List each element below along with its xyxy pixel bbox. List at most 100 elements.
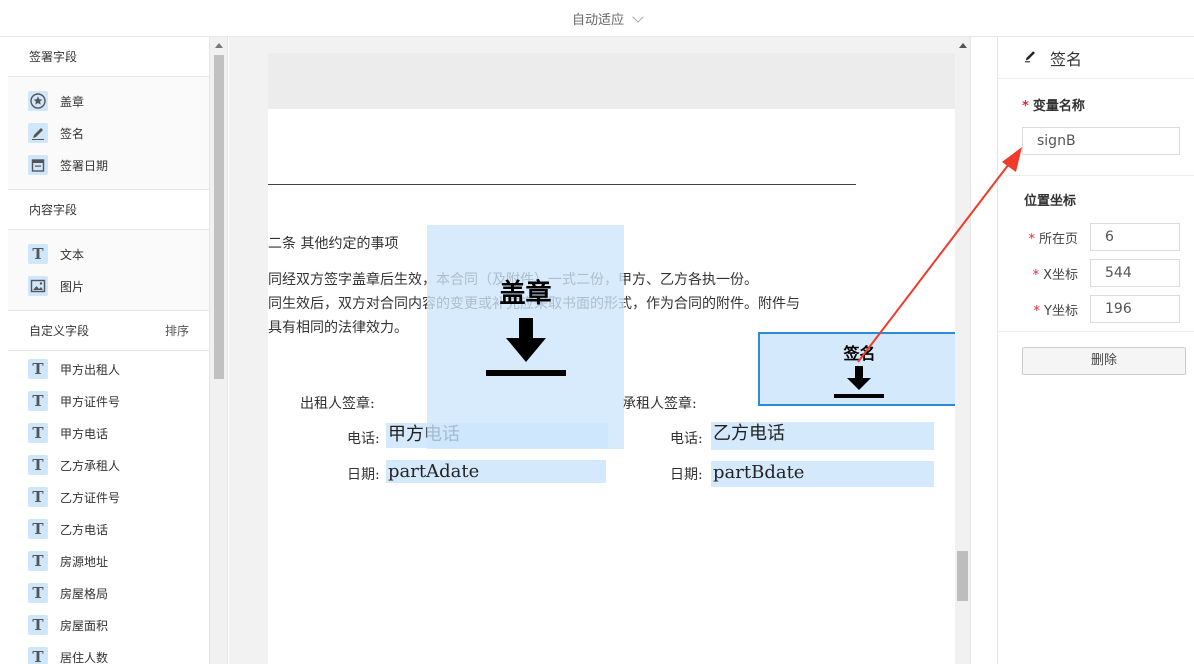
field-item-label: 签署日期	[60, 158, 109, 173]
text-icon: T	[28, 423, 48, 443]
field-item-signature[interactable]: 签名	[8, 117, 209, 149]
custom-field-item[interactable]: T 房屋面积	[8, 609, 209, 641]
lessor-sign-label: 出租人签章:	[300, 396, 375, 412]
document-scrollbar[interactable]	[955, 37, 971, 664]
document-canvas: 二条 其他约定的事项 同经双方签字盖章后生效，本合同（及附件）一式二份，甲方、乙…	[229, 37, 955, 664]
lessee-sign-label: 承租人签章:	[622, 396, 697, 412]
seal-placeholder[interactable]: 盖章	[427, 225, 624, 449]
custom-field-item[interactable]: T 居住人数	[8, 641, 209, 664]
custom-field-item[interactable]: T 房源地址	[8, 545, 209, 577]
signature-placeholder-selected[interactable]: 签名	[758, 332, 955, 406]
partB-date-field[interactable]: partBdate	[711, 461, 934, 487]
document-page: 二条 其他约定的事项 同经双方签字盖章后生效，本合同（及附件）一式二份，甲方、乙…	[268, 53, 955, 664]
var-name-label-text: 变量名称	[1032, 99, 1085, 114]
required-asterisk: *	[1028, 231, 1035, 247]
doc-paragraph-3: 具有相同的法律效力。	[268, 320, 408, 336]
field-panel: 签署字段 盖章 签名 签署日期 内容字段 T 文本	[8, 37, 210, 664]
content-field-list: T 文本 图片	[8, 230, 209, 311]
pen-icon	[28, 123, 48, 143]
page-input[interactable]: 6	[1090, 223, 1180, 251]
custom-field-item[interactable]: T 甲方出租人	[8, 353, 209, 385]
seal-placeholder-label: 盖章	[499, 279, 552, 309]
field-item-label: 签名	[60, 126, 85, 141]
field-item-seal[interactable]: 盖章	[8, 85, 209, 117]
lessee-phone-label: 电话:	[670, 431, 703, 447]
seal-icon	[28, 91, 48, 111]
zoom-select[interactable]: 自动适应	[572, 9, 644, 28]
text-icon: T	[28, 551, 48, 571]
signature-placeholder-label: 签名	[843, 344, 876, 363]
scrollbar-thumb[interactable]	[957, 551, 968, 601]
sort-button[interactable]: 排序	[164, 324, 189, 338]
field-item-label: 房屋面积	[60, 618, 109, 633]
chevron-down-icon	[632, 10, 644, 23]
sign-field-list: 盖章 签名 签署日期	[8, 77, 209, 190]
text-icon: T	[28, 455, 48, 475]
section-header-sign: 签署字段	[8, 37, 209, 77]
field-item-label: 图片	[60, 279, 85, 294]
text-icon: T	[28, 359, 48, 379]
field-item-text[interactable]: T 文本	[8, 238, 209, 270]
custom-field-item[interactable]: T 甲方电话	[8, 417, 209, 449]
var-name-input[interactable]: signB	[1022, 127, 1180, 155]
field-item-label: 房源地址	[60, 554, 109, 569]
image-icon	[28, 276, 48, 296]
field-item-label: 居住人数	[60, 650, 109, 664]
text-icon: T	[28, 615, 48, 635]
properties-panel: 签名 *变量名称 signB 位置坐标 *所在页 6 *X坐标 544 *Y坐标…	[997, 37, 1194, 664]
lessee-date-label: 日期:	[670, 467, 703, 483]
x-label: *X坐标	[998, 264, 1090, 283]
field-item-label: 甲方证件号	[60, 394, 121, 409]
left-scrollbar[interactable]	[210, 37, 228, 664]
text-icon: T	[28, 519, 48, 539]
text-icon: T	[28, 647, 48, 664]
text-icon: T	[28, 391, 48, 411]
page-header-band	[268, 53, 955, 109]
y-row: *Y坐标 196	[998, 291, 1180, 327]
field-item-image[interactable]: 图片	[8, 270, 209, 302]
doc-heading: 二条 其他约定的事项	[268, 236, 399, 252]
custom-field-item[interactable]: T 乙方证件号	[8, 481, 209, 513]
section-title: 自定义字段	[29, 324, 90, 338]
delete-button[interactable]: 删除	[1022, 347, 1186, 375]
pen-icon	[1024, 49, 1038, 67]
required-asterisk: *	[1033, 303, 1041, 319]
x-input[interactable]: 544	[1090, 259, 1180, 287]
required-asterisk: *	[1032, 267, 1040, 283]
field-item-label: 盖章	[60, 94, 85, 109]
section-header-content: 内容字段	[8, 190, 209, 230]
partA-date-field[interactable]: partAdate	[386, 460, 606, 483]
page-label-text: 所在页	[1038, 231, 1078, 247]
text-icon: T	[28, 244, 48, 264]
scroll-up-arrow-icon[interactable]	[959, 43, 967, 48]
required-asterisk: *	[1022, 99, 1029, 114]
properties-title: 签名	[998, 37, 1194, 79]
y-input[interactable]: 196	[1090, 295, 1180, 323]
y-label: *Y坐标	[998, 300, 1090, 319]
field-item-label: 文本	[60, 247, 85, 262]
lessor-phone-label: 电话:	[347, 431, 380, 447]
custom-field-item[interactable]: T 甲方证件号	[8, 385, 209, 417]
text-icon: T	[28, 487, 48, 507]
partB-phone-field[interactable]: 乙方电话	[711, 422, 934, 450]
properties-title-text: 签名	[1050, 49, 1083, 69]
field-item-sign-date[interactable]: 签署日期	[8, 149, 209, 181]
field-item-label: 甲方出租人	[60, 362, 121, 377]
x-row: *X坐标 544	[998, 255, 1180, 291]
section-header-custom: 自定义字段 排序	[8, 311, 209, 351]
field-item-label: 乙方证件号	[60, 490, 121, 505]
scrollbar-thumb[interactable]	[214, 55, 224, 379]
var-name-section: *变量名称 signB	[998, 79, 1194, 176]
field-item-label: 房屋格局	[60, 586, 109, 601]
page-label: *所在页	[998, 228, 1090, 247]
position-header: 位置坐标	[1024, 194, 1077, 209]
arrow-down-icon	[834, 366, 884, 398]
scroll-up-arrow-icon[interactable]	[215, 43, 223, 48]
divider-line	[268, 184, 856, 185]
top-toolbar: 自动适应	[0, 0, 1194, 37]
lessor-date-label: 日期:	[347, 467, 380, 483]
field-item-label: 甲方电话	[60, 426, 109, 441]
